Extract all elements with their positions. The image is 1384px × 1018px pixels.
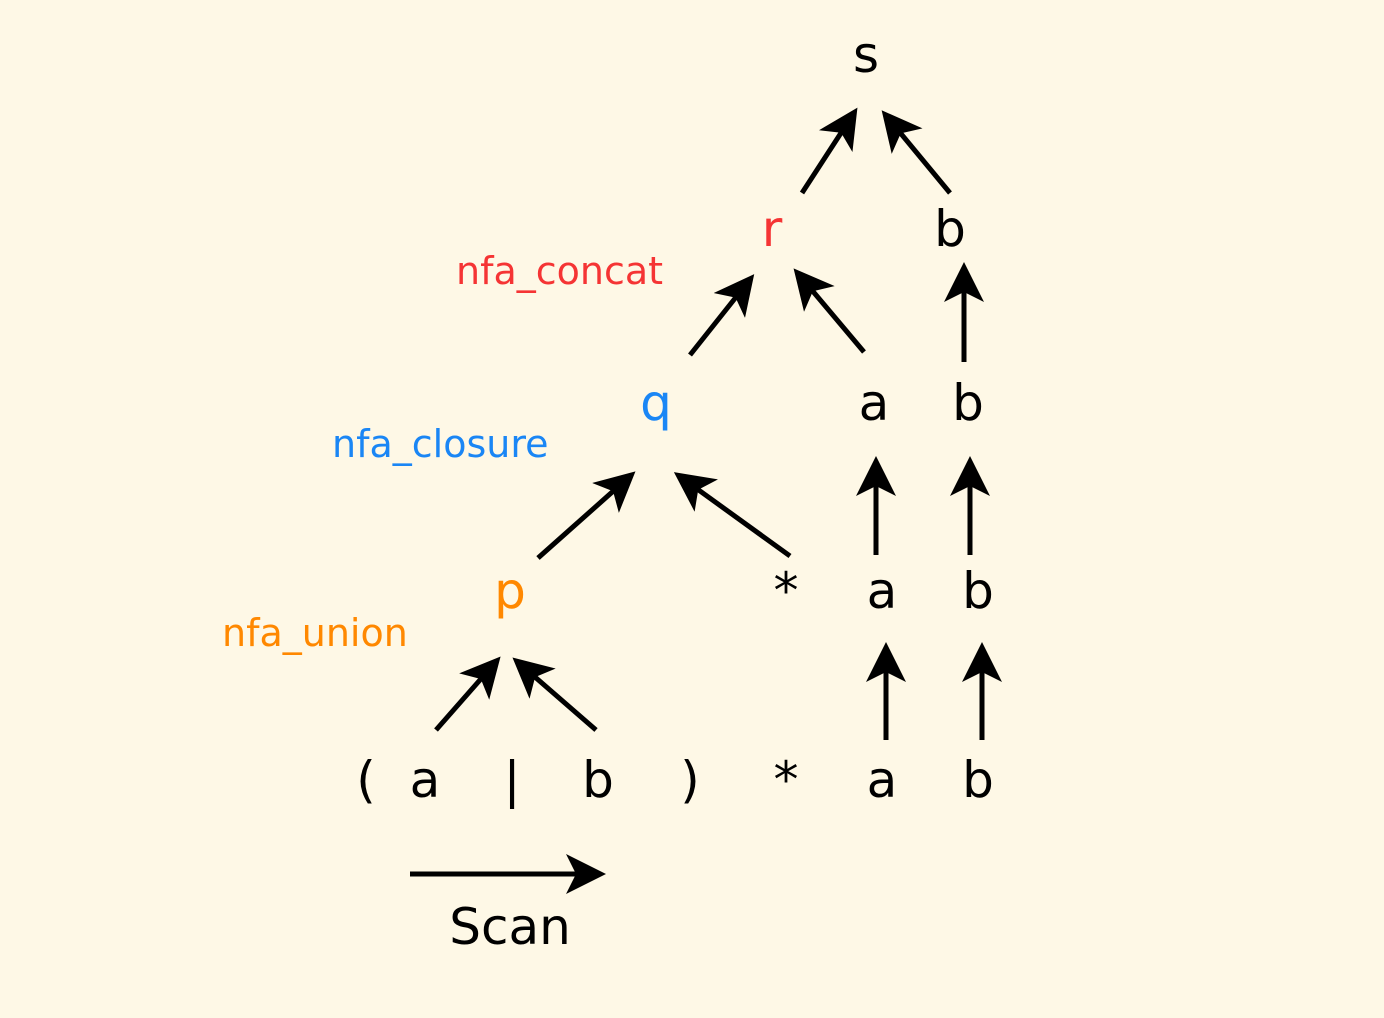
- edge-b-to-p: [512, 657, 598, 732]
- edge-p-to-q: [536, 471, 636, 560]
- edge-a-to-p: [434, 656, 501, 732]
- edge-r-to-s: [799, 107, 858, 195]
- token-b-2: b: [962, 751, 994, 809]
- edge-star-to-q: [673, 472, 792, 559]
- token-close-paren: ): [680, 751, 700, 809]
- node-p: p: [494, 562, 526, 620]
- node-b-level4: b: [934, 200, 966, 258]
- edge-b-to-s: [881, 110, 952, 195]
- node-a-level3: a: [859, 374, 890, 432]
- token-pipe: |: [504, 751, 521, 809]
- node-b-level3: b: [952, 374, 984, 432]
- label-nfa-closure: nfa_closure: [332, 422, 549, 466]
- node-b-level2: b: [962, 562, 994, 620]
- token-b: b: [582, 751, 614, 809]
- edges: [410, 107, 1002, 894]
- node-s: s: [853, 26, 879, 84]
- node-r: r: [762, 200, 783, 258]
- scan-label: Scan: [449, 898, 571, 956]
- node-a-level2: a: [867, 562, 898, 620]
- node-q: q: [640, 374, 672, 432]
- input-tokens: ( a | b ) * a b: [356, 751, 994, 809]
- token-a: a: [410, 751, 441, 809]
- token-open-paren: (: [356, 751, 376, 809]
- edge-a-to-r: [793, 268, 866, 354]
- edge-q-to-r: [688, 274, 755, 357]
- node-star: *: [774, 562, 799, 620]
- token-star: *: [774, 751, 799, 809]
- label-nfa-union: nfa_union: [222, 611, 408, 655]
- token-a-2: a: [867, 751, 898, 809]
- label-nfa-concat: nfa_concat: [456, 249, 663, 293]
